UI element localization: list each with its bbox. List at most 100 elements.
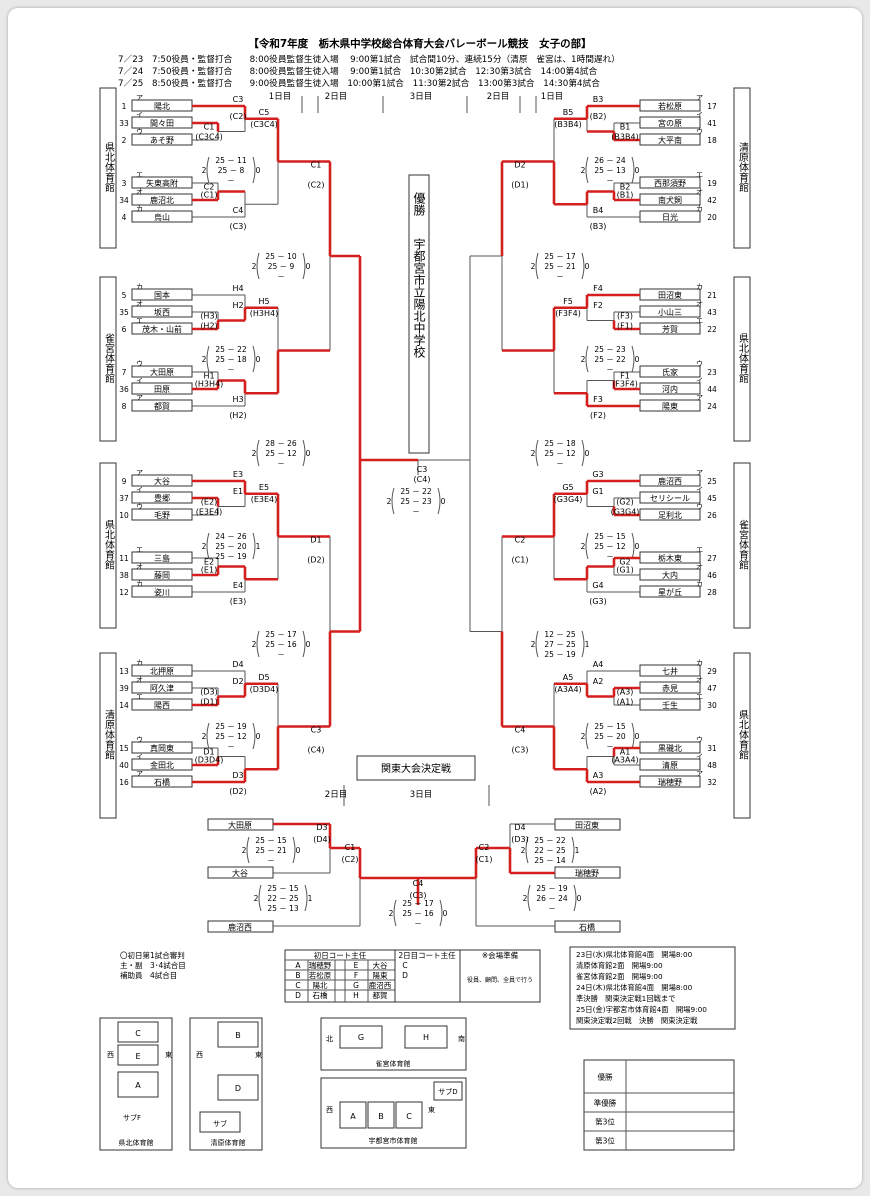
match-label: C2 [515, 536, 526, 545]
match-label: A5 [563, 673, 574, 682]
result-label: 準優勝 [594, 1098, 617, 1108]
match-label: (C1) [512, 556, 529, 565]
team-name: 南犬飼 [658, 195, 682, 205]
match-label: B3 [593, 95, 604, 104]
seed-number: 3 [122, 179, 127, 188]
score-line: 25 － 22 [594, 355, 626, 364]
day-label: 2日目 [325, 790, 347, 800]
set-count: 2 [531, 262, 536, 271]
kanto-title-box [356, 755, 476, 781]
match-label: (E3E4) [196, 508, 223, 517]
slot-kana: ア [696, 394, 703, 402]
champion-team: 宇都宮市立陽北中学校 [412, 238, 426, 358]
score-line: 25 － 19 [215, 722, 247, 731]
match-label: H4 [232, 284, 243, 293]
venue-label: 雀宮体育館 [737, 519, 749, 570]
result-label: 第3位 [595, 1117, 615, 1127]
match-label: D3 [316, 823, 327, 832]
court-table-2 [394, 949, 461, 1003]
match-label: F3 [593, 395, 603, 404]
set-count: 2 [581, 542, 586, 551]
court-cell: G [353, 981, 359, 990]
court-table-1 [284, 949, 396, 1003]
match-label: (B1) [617, 191, 634, 200]
venue-schedule-line: 関東決定戦2回戦 決勝 関東決定戦 [576, 1016, 698, 1025]
set-count: 2 [581, 732, 586, 741]
day-label: 2日目 [487, 92, 509, 102]
match-label: H2 [232, 301, 243, 310]
seed-number: 13 [119, 667, 129, 676]
set-count: 0 [635, 732, 640, 741]
slot-kana: カ [696, 205, 703, 213]
venue-box-right [733, 462, 751, 629]
score-line: 25 － 21 [255, 846, 287, 855]
referee-note: 補助員 4試合目 [120, 970, 177, 980]
map-court [117, 1021, 159, 1043]
team-name: 大谷 [232, 868, 248, 878]
match-label: F2 [593, 301, 603, 310]
slot-kana: エ [136, 546, 143, 554]
score-line: 25 － 12 [215, 732, 247, 741]
kanto-title: 関東大会決定戦 [381, 762, 451, 775]
seed-number: 30 [707, 701, 717, 710]
seed-number: 20 [707, 213, 717, 222]
score-bracket [535, 252, 585, 280]
slot-kana: ウ [696, 128, 703, 136]
score-bracket [585, 345, 635, 373]
score-line: 25 － 14 [534, 856, 566, 865]
schedule-line: 7／25 8:50役員・監督打合 9:00役員監督生徒入場 10:00第1試合 … [118, 77, 600, 89]
set-count: 0 [256, 355, 261, 364]
set-count: 0 [635, 355, 640, 364]
seed-number: 23 [707, 368, 717, 377]
match-label: (C3) [410, 891, 427, 900]
team-name: 北押原 [150, 666, 174, 676]
result-label: 優勝 [598, 1072, 613, 1082]
slot-kana: ア [136, 94, 143, 102]
match-label: (F2) [590, 411, 606, 420]
match-label: (C1) [201, 191, 218, 200]
slot-kana: ア [696, 94, 703, 102]
slot-kana: カ [696, 659, 703, 667]
court-cell: 陽北 [313, 981, 328, 990]
seed-number: 22 [707, 325, 717, 334]
map-court [199, 1111, 241, 1133]
match-label: C5 [259, 108, 270, 117]
match-label: (E3E4) [251, 495, 278, 504]
seed-number: 7 [122, 368, 127, 377]
seed-number: 42 [707, 196, 717, 205]
seed-number: 44 [707, 385, 717, 394]
score-line: － [556, 459, 564, 468]
score-bracket [256, 439, 306, 467]
slot-kana: エ [136, 317, 143, 325]
match-label: (E3) [230, 597, 246, 606]
slot-kana: カ [136, 205, 143, 213]
seed-number: 1 [122, 102, 127, 111]
match-label: D3 [232, 771, 243, 780]
score-bracket [585, 156, 635, 184]
match-label: (B3B4) [554, 120, 581, 129]
team-name: 石橋 [154, 777, 170, 787]
set-count: 0 [441, 497, 446, 506]
score-line: 25 － 23 [400, 497, 432, 506]
match-label: F4 [593, 284, 603, 293]
team-name: 河内 [662, 384, 678, 394]
match-label: (E2) [201, 498, 217, 507]
set-count: 2 [252, 262, 257, 271]
map-dir: 東 [255, 1050, 262, 1059]
header: 【令和7年度 栃木県中学校総合体育大会バレーボール競技 女子の部】 7／23 7… [118, 37, 620, 89]
slot-kana: イ [696, 753, 703, 761]
court-cell: D [402, 971, 408, 980]
team-name: 宮の原 [658, 118, 682, 128]
match-label: (C2) [230, 112, 247, 121]
match-label: A4 [593, 660, 604, 669]
slot-kana: エ [696, 546, 703, 554]
team-name: 栃木東 [658, 553, 682, 563]
seed-number: 4 [122, 213, 127, 222]
match-label: (C3) [230, 222, 247, 231]
match-label: G3 [592, 470, 603, 479]
team-name: 芳賀 [662, 324, 678, 334]
map-court [117, 1071, 159, 1098]
map-dir: 西 [326, 1106, 333, 1114]
score-line: 25 － 21 [544, 262, 576, 271]
